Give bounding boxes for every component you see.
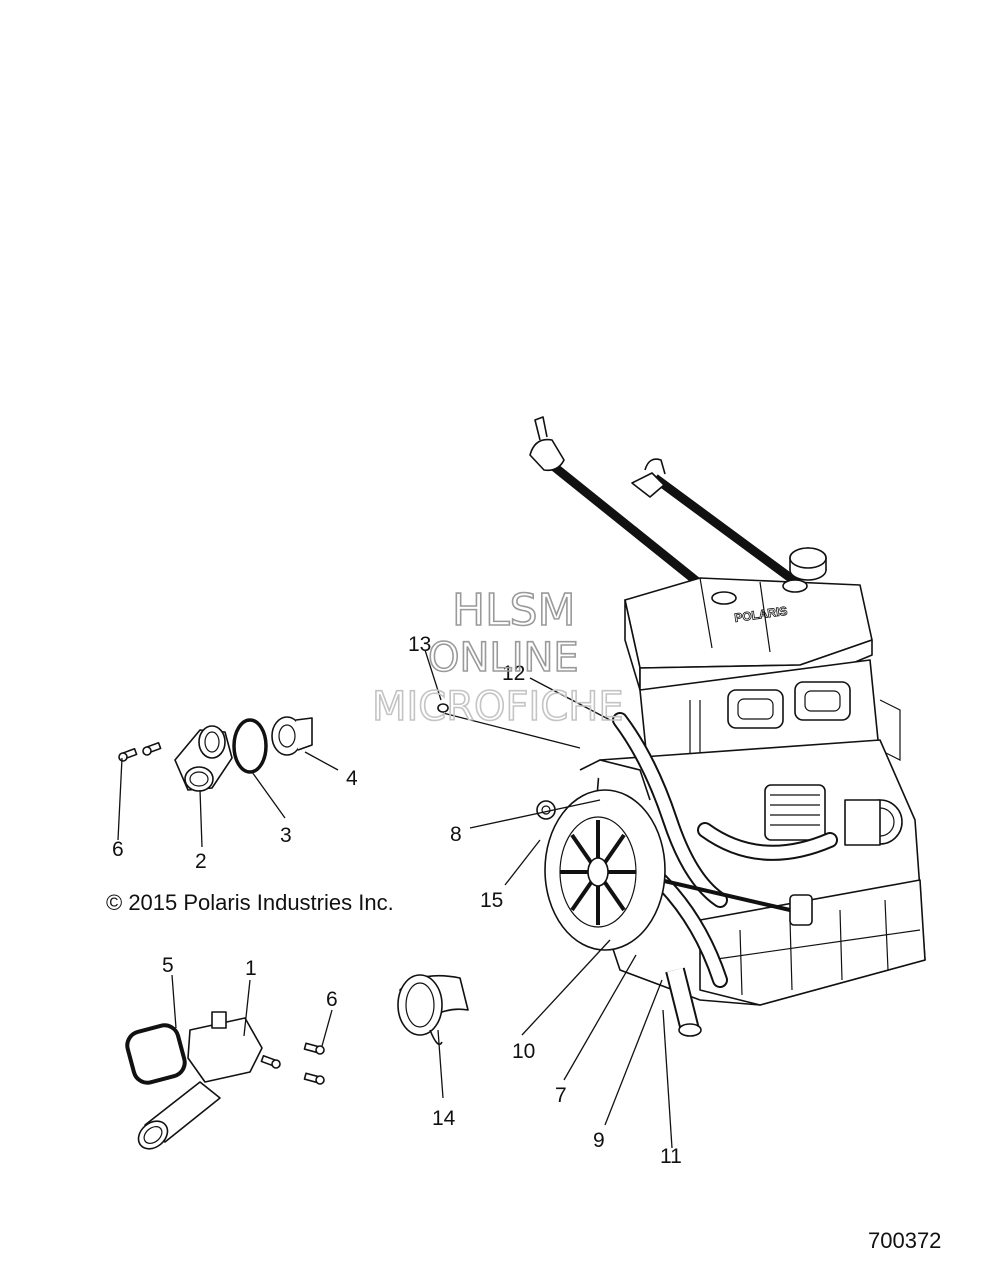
breather-hose-left (529, 416, 723, 604)
callout-6-lower: 6 (326, 988, 338, 1011)
part-1-water-outlet (137, 1011, 263, 1150)
callout-13: 13 (408, 633, 431, 656)
engine-assembly: POLARIS (437, 416, 926, 1037)
breather-hose-right (631, 458, 803, 589)
callout-14: 14 (432, 1107, 456, 1130)
callout-5: 5 (162, 954, 174, 977)
valve-cover: POLARIS (624, 577, 873, 691)
callout-12: 12 (502, 662, 525, 685)
leader-lines (117, 649, 673, 1149)
part-6-bolt-upper-b (142, 741, 162, 756)
part-2-thermostat-housing (174, 725, 233, 792)
callout-3: 3 (280, 824, 292, 847)
part-5-gasket (125, 1023, 187, 1085)
callout-6-upper: 6 (112, 838, 124, 861)
callout-labels: 6 2 3 4 5 1 6 14 10 7 9 11 8 15 13 12 (112, 633, 682, 1168)
callout-2: 2 (195, 850, 207, 873)
watermark-line3: MICROFICHE (372, 684, 624, 730)
callout-4: 4 (346, 767, 358, 790)
part-6-bolt-lower-c (303, 1072, 325, 1085)
figure-number: 700372 (868, 1228, 942, 1253)
copyright-notice: © 2015 Polaris Industries Inc. (106, 890, 394, 915)
thermostat-group (118, 716, 313, 792)
stator-cover (544, 759, 666, 951)
part-6-bolt-upper-a (118, 747, 138, 762)
callout-10: 10 (512, 1040, 535, 1063)
part-4-thermostat (271, 716, 313, 756)
engine-block (589, 712, 926, 1037)
watermark-line1: HLSM (452, 585, 576, 636)
part-13-bolt (437, 703, 449, 713)
callout-7: 7 (555, 1084, 567, 1107)
callout-11: 11 (660, 1145, 682, 1168)
callout-1: 1 (245, 957, 257, 980)
callout-8: 8 (450, 823, 462, 846)
part-14-hose-clamp (397, 974, 469, 1046)
oil-fill-cap (789, 547, 827, 581)
callout-15: 15 (480, 889, 503, 912)
part-3-o-ring (232, 718, 268, 774)
part-6-bolt-lower-b (303, 1042, 325, 1055)
water-outlet-group (125, 1011, 325, 1150)
part-15-bushing (536, 800, 556, 820)
part-6-bolt-lower-a (260, 1054, 281, 1069)
watermark-line2: ONLINE (428, 635, 579, 681)
watermark: HLSM ONLINE MICROFICHE (371, 584, 624, 731)
callout-9: 9 (593, 1129, 605, 1152)
